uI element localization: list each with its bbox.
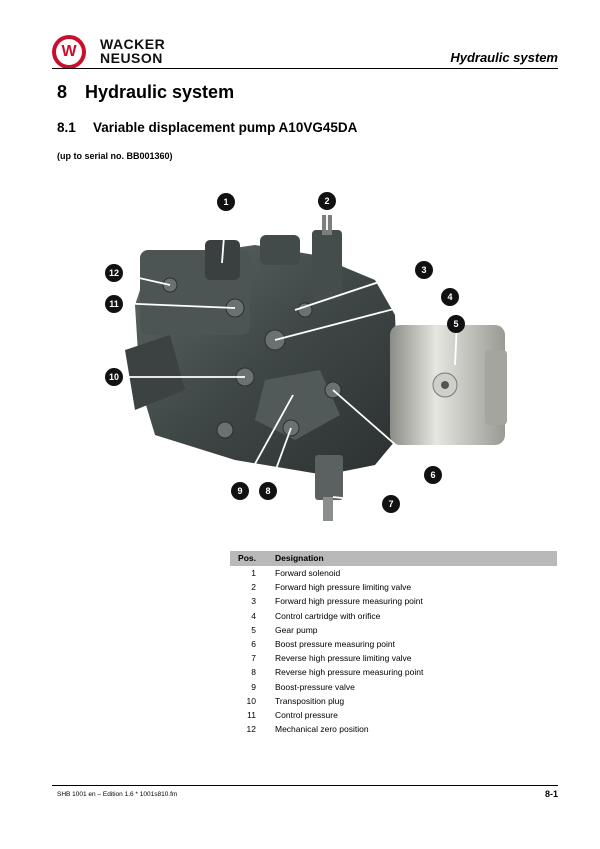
callout-7: 7 — [382, 495, 400, 513]
table-row: 9 Boost-pressure valve — [230, 680, 557, 694]
callout-8: 8 — [259, 482, 277, 500]
col-designation-header: Designation — [275, 553, 324, 563]
row-designation: Boost-pressure valve — [275, 681, 355, 692]
callout-4: 4 — [441, 288, 459, 306]
row-pos: 10 — [246, 695, 256, 706]
row-pos: 3 — [251, 596, 256, 607]
row-designation: Forward high pressure limiting valve — [275, 582, 412, 593]
col-pos-header: Pos. — [238, 553, 256, 563]
row-designation: Mechanical zero position — [275, 724, 369, 735]
row-pos: 8 — [251, 667, 256, 678]
table-row: 7 Reverse high pressure limiting valve — [230, 651, 557, 665]
row-designation: Gear pump — [275, 624, 318, 635]
row-pos: 2 — [251, 582, 256, 593]
section-title: Variable displacement pump A10VG45DA — [93, 120, 358, 135]
row-designation: Control pressure — [275, 709, 338, 720]
table-row: 1 Forward solenoid — [230, 566, 557, 580]
row-designation: Reverse high pressure measuring point — [275, 667, 424, 678]
table-row: 6 Boost pressure measuring point — [230, 637, 557, 651]
row-pos: 11 — [247, 709, 256, 720]
chapter-title: Hydraulic system — [85, 82, 235, 102]
callout-1: 1 — [217, 193, 235, 211]
section-number: 8.1 — [57, 120, 76, 135]
row-pos: 4 — [251, 610, 256, 621]
row-pos: 6 — [251, 638, 256, 649]
row-pos: 9 — [251, 681, 256, 692]
row-designation: Forward high pressure measuring point — [275, 596, 423, 607]
chapter-heading: 8 Hydraulic system — [57, 82, 234, 103]
row-designation: Control cartridge with orifice — [275, 610, 381, 621]
row-designation: Transposition plug — [275, 695, 345, 706]
row-pos: 7 — [251, 653, 256, 664]
pump-drawing — [114, 209, 507, 521]
table-row: 12 Mechanical zero position — [230, 722, 557, 736]
table-row: 4 Control cartridge with orifice — [230, 609, 557, 623]
table-row: 5 Gear pump — [230, 623, 557, 637]
footer-edition: SHB 1001 en – Edition 1.6 * 1001s810.fm — [57, 791, 178, 798]
table-row: 10 Transposition plug — [230, 694, 557, 708]
callout-2: 2 — [318, 192, 336, 210]
callout-11: 11 — [105, 295, 123, 313]
serial-note: (up to serial no. BB001360) — [57, 151, 173, 161]
callout-5: 5 — [447, 315, 465, 333]
callout-9: 9 — [231, 482, 249, 500]
row-pos: 1 — [251, 568, 256, 578]
section-heading: 8.1 Variable displacement pump A10VG45DA — [57, 120, 357, 135]
row-designation: Reverse high pressure limiting valve — [275, 653, 412, 664]
page-number: 8-1 — [544, 789, 558, 799]
row-designation: Forward solenoid — [275, 568, 341, 578]
callout-6: 6 — [424, 466, 442, 484]
callout-3: 3 — [415, 261, 433, 279]
row-pos: 12 — [246, 724, 256, 735]
table-row: 3 Forward high pressure measuring point — [230, 594, 557, 608]
logo-wordmark: WACKER NEUSON — [100, 36, 166, 66]
logo-mark-icon: W — [52, 35, 86, 69]
row-designation: Boost pressure measuring point — [275, 638, 396, 649]
table-row: 11 Control pressure — [230, 708, 557, 722]
table-header: Pos. Designation — [230, 551, 557, 566]
running-header-title: Hydraulic system — [450, 50, 558, 65]
footer-divider — [52, 785, 558, 786]
row-pos: 5 — [251, 624, 256, 635]
table-row: 8 Reverse high pressure measuring point — [230, 665, 557, 679]
callout-12: 12 — [105, 264, 123, 282]
chapter-number: 8 — [57, 82, 68, 102]
table-row: 2 Forward high pressure limiting valve — [230, 580, 557, 594]
wacker-neuson-logo: W WACKER NEUSON — [52, 35, 192, 69]
callout-10: 10 — [105, 368, 123, 386]
pump-illustration: 1 2 3 4 5 6 7 8 9 10 11 12 — [95, 185, 525, 535]
header-divider — [52, 68, 558, 69]
